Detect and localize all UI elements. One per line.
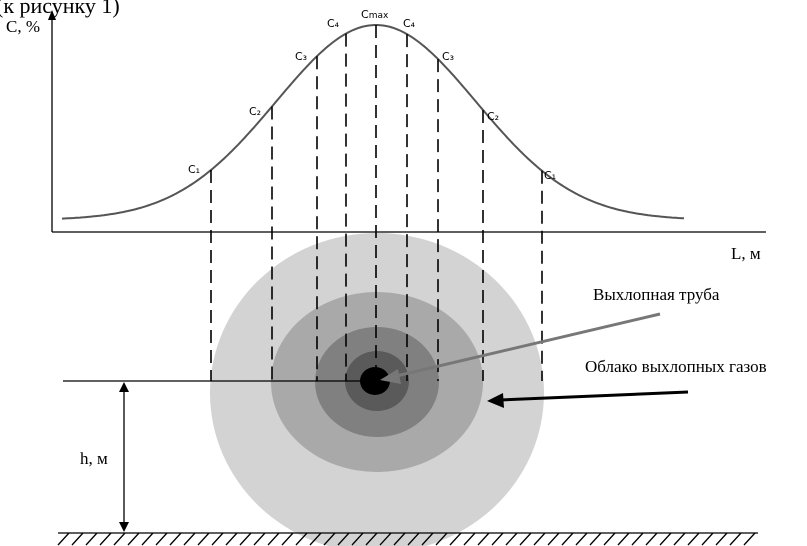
hatch-stroke xyxy=(646,533,657,545)
hatch-stroke xyxy=(268,533,279,545)
exhaust-cloud xyxy=(210,233,544,546)
label-c2-left: C₂ xyxy=(249,105,261,118)
hatch-stroke xyxy=(548,533,559,545)
label-c2-right: C₂ xyxy=(487,110,499,123)
hatch-stroke xyxy=(240,533,251,545)
hatch-stroke xyxy=(478,533,489,545)
hatch-stroke xyxy=(226,533,237,545)
hatch-stroke xyxy=(114,533,125,545)
hatch-stroke xyxy=(72,533,83,545)
label-c4-left: C₄ xyxy=(327,17,340,30)
concentration-curve xyxy=(62,25,684,219)
hatch-stroke xyxy=(702,533,713,545)
hatch-stroke xyxy=(590,533,601,545)
label-cmax-sub: max xyxy=(369,11,389,21)
label-cmax: Cmax xyxy=(361,8,389,21)
hatch-stroke xyxy=(156,533,167,545)
x-axis-label: L, м xyxy=(731,244,761,263)
hatch-stroke xyxy=(674,533,685,545)
height-label: h, м xyxy=(80,449,108,468)
hatch-stroke xyxy=(184,533,195,545)
label-c4-right: C₄ xyxy=(403,17,416,30)
hatch-stroke xyxy=(58,533,69,545)
hatch-stroke xyxy=(492,533,503,545)
hatch-stroke xyxy=(254,533,265,545)
hatch-stroke xyxy=(464,533,475,545)
hatch-stroke xyxy=(618,533,629,545)
label-c3-right: C₃ xyxy=(442,50,454,63)
hatch-stroke xyxy=(506,533,517,545)
label-c3-left: C₃ xyxy=(295,50,307,63)
hatch-stroke xyxy=(688,533,699,545)
hatch-stroke xyxy=(716,533,727,545)
hatch-stroke xyxy=(604,533,615,545)
label-c1-left: C₁ xyxy=(188,163,200,176)
hatch-stroke xyxy=(730,533,741,545)
hatch-stroke xyxy=(142,533,153,545)
hatch-stroke xyxy=(534,533,545,545)
hatch-stroke xyxy=(170,533,181,545)
hatch-stroke xyxy=(562,533,573,545)
height-dimension xyxy=(119,382,129,532)
hatch-stroke xyxy=(660,533,671,545)
y-axis-label: C, % xyxy=(6,17,40,36)
label-c1-right: C₁ xyxy=(544,169,556,182)
hatch-stroke xyxy=(520,533,531,545)
hatch-stroke xyxy=(212,533,223,545)
hatch-stroke xyxy=(128,533,139,545)
hatch-stroke xyxy=(282,533,293,545)
cloud-callout-label: Облако выхлопных газов xyxy=(585,357,767,376)
header-fragment: (к рисунку 1) xyxy=(0,0,120,18)
hatch-stroke xyxy=(576,533,587,545)
hatch-stroke xyxy=(744,533,755,545)
hatch-stroke xyxy=(100,533,111,545)
hatch-stroke xyxy=(632,533,643,545)
pipe-callout-label: Выхлопная труба xyxy=(593,285,720,304)
hatch-stroke xyxy=(86,533,97,545)
hatch-stroke xyxy=(198,533,209,545)
